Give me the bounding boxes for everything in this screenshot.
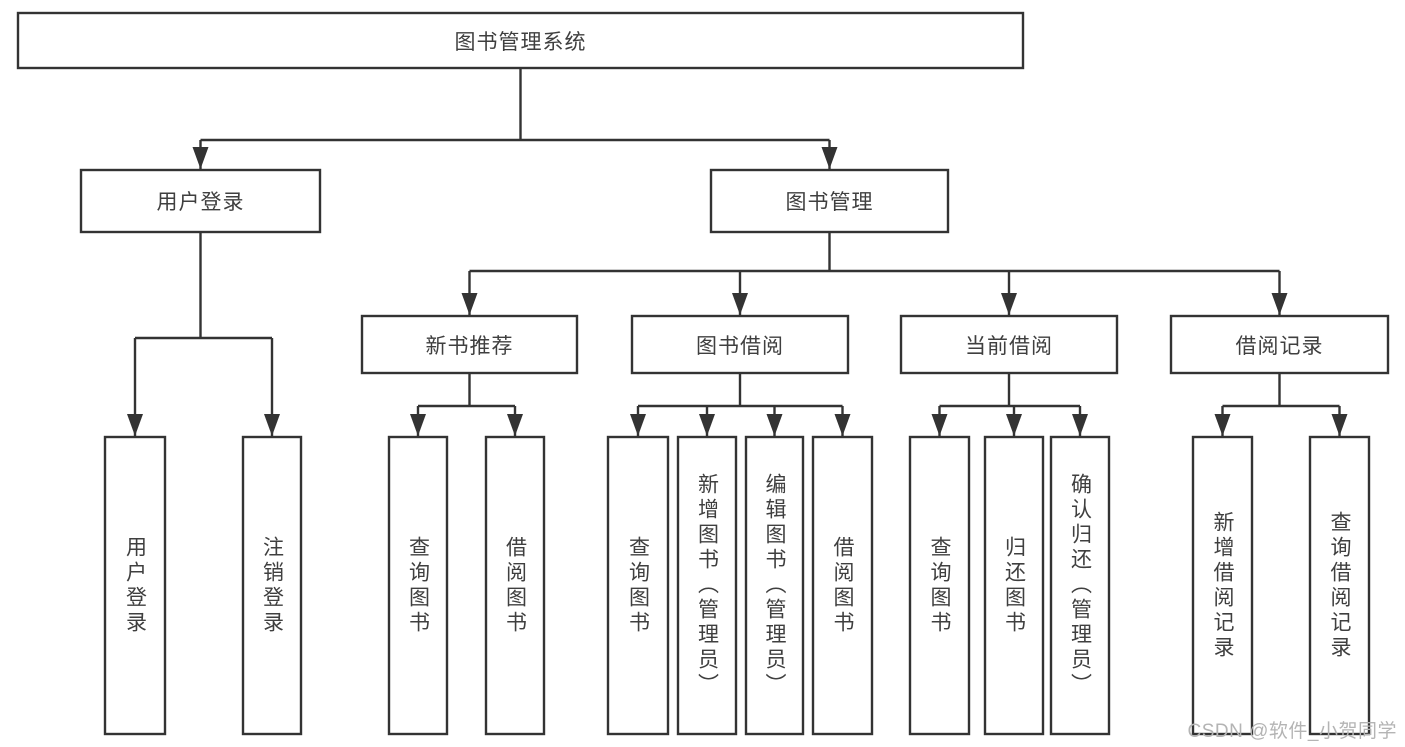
- arrow-head-icon: [1331, 414, 1348, 436]
- node-box-current-borrow: [899, 314, 1119, 375]
- node-box-borrow-record: [1169, 314, 1390, 375]
- node-box-leaf-confirm-return: [1049, 435, 1111, 736]
- arrow-head-icon: [127, 414, 143, 436]
- node-box-book-borrow: [630, 314, 850, 375]
- watermark-text: CSDN @软件_小贺同学: [1187, 721, 1397, 742]
- node-box-leaf-user-logout: [241, 435, 303, 736]
- node-box-leaf-query-record: [1308, 435, 1371, 736]
- node-box-leaf-query-book-1: [387, 435, 449, 736]
- arrow-head-icon: [1072, 414, 1088, 436]
- node-box-leaf-user-login: [103, 435, 167, 736]
- arrow-head-icon: [192, 147, 209, 169]
- node-box-leaf-return-book: [983, 435, 1045, 736]
- arrow-head-icon: [264, 414, 280, 436]
- arrow-head-icon: [507, 414, 523, 436]
- arrow-head-icon: [821, 147, 838, 169]
- node-box-leaf-query-book-3: [908, 435, 971, 736]
- node-box-leaf-borrow-book-1: [484, 435, 546, 736]
- node-box-leaf-edit-book: [744, 435, 805, 736]
- arrow-head-icon: [410, 414, 426, 436]
- arrow-head-icon: [1214, 414, 1231, 436]
- arrow-head-icon: [1271, 293, 1288, 315]
- arrow-head-icon: [699, 414, 715, 436]
- node-box-leaf-query-book-2: [606, 435, 670, 736]
- node-box-leaf-borrow-book-2: [811, 435, 874, 736]
- arrow-head-icon: [732, 293, 748, 315]
- arrow-head-icon: [461, 293, 478, 315]
- arrow-head-icon: [1006, 414, 1022, 436]
- arrow-head-icon: [834, 414, 851, 436]
- node-box-user-login: [79, 168, 322, 234]
- node-box-leaf-add-record: [1191, 435, 1254, 736]
- node-box-root: [16, 11, 1025, 70]
- node-box-book-manage: [709, 168, 950, 234]
- arrow-head-icon: [766, 414, 783, 436]
- boxes-layer: [16, 11, 1390, 736]
- arrow-head-icon: [1001, 293, 1017, 315]
- node-box-new-book-recommend: [360, 314, 579, 375]
- arrow-head-icon: [630, 414, 646, 436]
- edges-layer: [127, 68, 1348, 436]
- arrow-head-icon: [931, 414, 948, 436]
- node-box-leaf-add-book: [676, 435, 738, 736]
